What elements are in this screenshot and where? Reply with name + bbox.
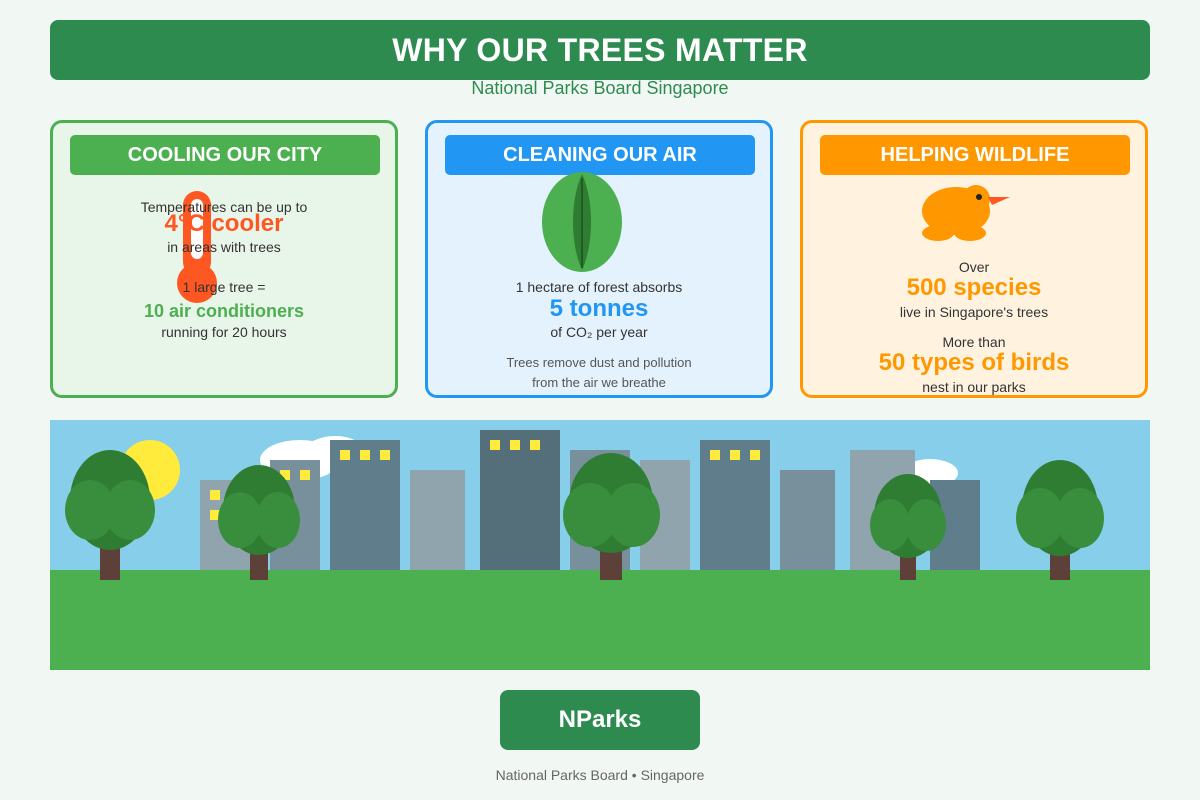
tree-icon bbox=[218, 465, 300, 580]
tree-icon bbox=[65, 450, 155, 580]
wildlife-highlight-2: 50 types of birds bbox=[878, 349, 1070, 376]
cooling-card-heading: COOLING OUR CITY bbox=[70, 135, 380, 175]
grass bbox=[50, 570, 1150, 670]
page-title: WHY OUR TREES MATTER bbox=[392, 31, 808, 68]
thermometer-icon bbox=[177, 191, 217, 303]
wildlife-tail-2: nest in our parks bbox=[922, 379, 1026, 395]
air-tail: of CO₂ per year bbox=[550, 324, 648, 340]
air-card-heading: CLEANING OUR AIR bbox=[445, 135, 755, 175]
wildlife-tail: live in Singapore's trees bbox=[899, 304, 1049, 320]
leaf-icon bbox=[542, 172, 622, 272]
nparks-logo-button[interactable]: NParks bbox=[500, 690, 700, 750]
wildlife-intro: Over bbox=[958, 259, 990, 275]
cooling-tail: in areas with trees bbox=[167, 239, 281, 255]
wildlife-card-heading: HELPING WILDLIFE bbox=[820, 135, 1130, 175]
air-intro: 1 hectare of forest absorbs bbox=[515, 279, 683, 295]
air-card: CLEANING OUR AIR 1 hectare of forest abs… bbox=[425, 120, 773, 398]
bird-icon bbox=[922, 185, 1010, 241]
cooling-equation: 1 large tree = bbox=[182, 279, 266, 295]
cooling-highlight: 4°C cooler bbox=[164, 210, 284, 237]
page-subtitle: National Parks Board Singapore bbox=[471, 78, 729, 98]
air-note-1: Trees remove dust and pollution bbox=[506, 355, 692, 370]
tree-icon bbox=[870, 474, 946, 580]
cooling-card: COOLING OUR CITY Temperatures can be up … bbox=[50, 120, 398, 398]
tree-icon bbox=[1016, 460, 1104, 580]
tree-icon bbox=[563, 453, 660, 580]
air-highlight: 5 tonnes bbox=[549, 295, 649, 322]
cooling-intro: Temperatures can be up to bbox=[140, 199, 308, 215]
cooling-stat-tail: running for 20 hours bbox=[161, 324, 287, 340]
title-banner: WHY OUR TREES MATTER bbox=[50, 20, 1150, 80]
cooling-stat: 10 air conditioners bbox=[143, 301, 305, 321]
wildlife-card: HELPING WILDLIFE Over 500 species live i… bbox=[800, 120, 1148, 398]
city-park-illustration bbox=[50, 420, 1150, 670]
wildlife-highlight: 500 species bbox=[906, 274, 1042, 301]
wildlife-intro-2: More than bbox=[942, 334, 1006, 350]
footer-text: National Parks Board • Singapore bbox=[495, 767, 705, 783]
air-note-2: from the air we breathe bbox=[532, 375, 666, 390]
